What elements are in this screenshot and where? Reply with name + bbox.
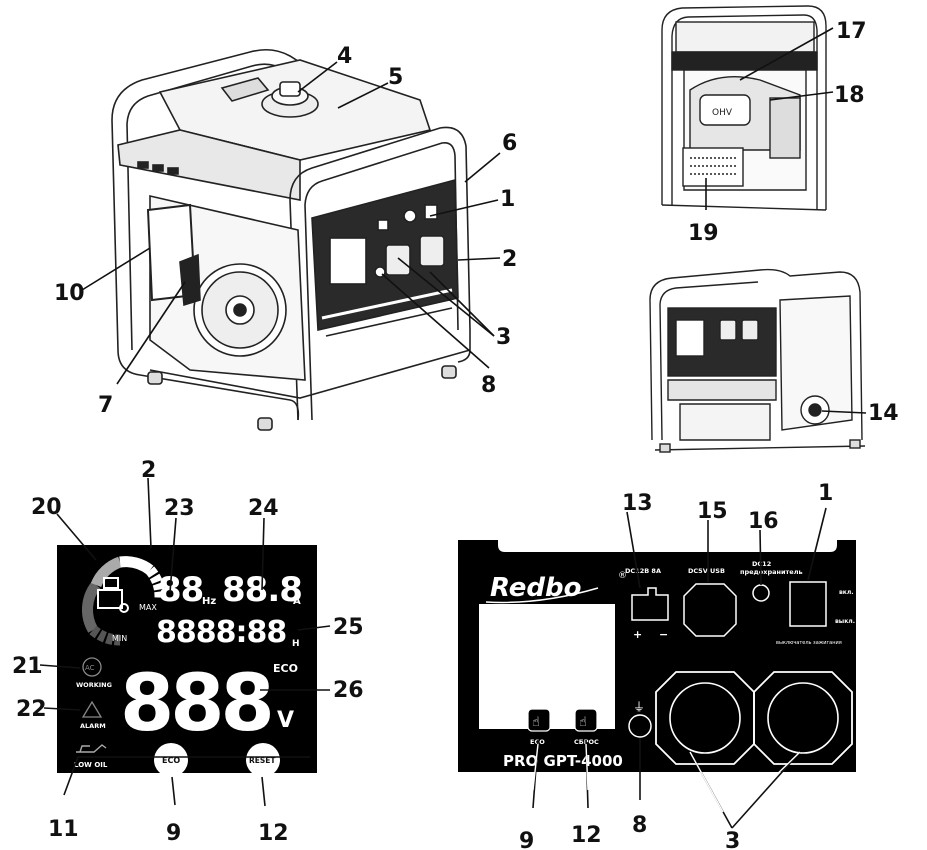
reset-key[interactable] [574, 708, 598, 732]
generator-rear-view: OHV [661, 5, 827, 211]
control-panel: Redbo ® DC12B 8A + − DC5V USB DC12 предо… [458, 540, 856, 772]
generator-side-view [649, 268, 866, 453]
panel-leader-lines-white [532, 743, 801, 813]
callout-5: 5 [388, 65, 403, 90]
callout-10: 10 [54, 281, 85, 306]
callout-20: 20 [31, 495, 62, 520]
callout-26: 26 [333, 678, 364, 703]
callout-16: 16 [748, 509, 779, 534]
voltage-readout: 888 [120, 659, 271, 749]
callout-18: 18 [834, 83, 865, 108]
callout-8: 8 [481, 373, 496, 398]
dc-plus-label: + [633, 628, 642, 641]
alarm-icon [81, 700, 103, 718]
callout-1-panel: 1 [818, 481, 833, 506]
callout-9-panel: 9 [519, 829, 534, 850]
fuse-label-line2: предохранитель [740, 568, 803, 576]
callout-1: 1 [500, 187, 515, 212]
generator-main-illustration [111, 48, 471, 431]
callout-9-lcd: 9 [166, 821, 181, 846]
main-leader-lines [81, 61, 501, 385]
hours-readout: 8888:88 [156, 615, 286, 650]
lcd-window [479, 604, 615, 729]
eco-button[interactable] [154, 743, 188, 777]
callout-21: 21 [12, 654, 43, 679]
voltage-unit: V [277, 708, 294, 733]
hours-unit: H [292, 639, 300, 649]
callout-6: 6 [502, 131, 517, 156]
dc-output-label: DC12B 8A [625, 567, 661, 575]
ac-outlet-right-ring [767, 682, 839, 754]
brand-swoosh [485, 587, 599, 604]
usb-label: DC5V USB [688, 567, 725, 575]
callout-23: 23 [164, 496, 195, 521]
callout-24: 24 [248, 496, 279, 521]
usb-port[interactable] [683, 583, 737, 637]
callout-8-panel: 8 [632, 813, 647, 838]
lcd-display: MAX MIN 88 Hz 88.8 A 8888:88 H 888 V ECO… [57, 545, 317, 777]
generator-icon [97, 577, 129, 613]
reset-button[interactable] [246, 743, 280, 777]
callout-2-lcd: 2 [141, 458, 156, 483]
gauge-min-label: MIN [112, 634, 127, 643]
callout-11: 11 [48, 817, 79, 842]
working-label: WORKING [76, 681, 112, 689]
ac-icon-text: AC [85, 664, 95, 672]
reset-button-label: RESET [249, 756, 276, 765]
callout-22: 22 [16, 697, 47, 722]
callout-19: 19 [688, 221, 719, 246]
hz-unit: Hz [202, 596, 216, 607]
ac-outlet-right[interactable] [753, 671, 853, 765]
callout-13: 13 [622, 491, 653, 516]
callout-2: 2 [502, 247, 517, 272]
callout-17: 17 [836, 19, 867, 44]
gauge-max-label: MAX [139, 603, 157, 612]
hand-icon-reset: ☝ [579, 715, 587, 730]
callout-12-lcd: 12 [258, 821, 289, 846]
hand-icon-eco: ☝ [532, 715, 540, 730]
dc-12v-socket[interactable] [631, 587, 669, 621]
callout-12-panel: 12 [571, 823, 602, 848]
ac-icon [82, 657, 102, 677]
model-label: PRO GPT-4000 [503, 752, 623, 770]
fuse-label-line1: DC12 [752, 560, 771, 568]
ground-terminal[interactable] [628, 714, 652, 738]
load-gauge [82, 556, 166, 646]
eco-indicator: ECO [273, 662, 298, 675]
callout-7: 7 [98, 393, 113, 418]
switch-caption: выключатель зажигания [776, 640, 842, 646]
hz-readout: 88 [158, 570, 203, 610]
eco-button-label: ECO [162, 756, 180, 765]
alarm-label: ALARM [80, 722, 106, 730]
rear-leader-lines [705, 27, 834, 210]
oil-can-icon [76, 744, 107, 753]
lcd-leader-lines [39, 477, 331, 807]
callout-3: 3 [496, 325, 511, 350]
ignition-switch[interactable] [789, 581, 827, 627]
amp-unit: A [293, 596, 301, 607]
switch-on-label: вкл. [839, 589, 854, 596]
svg-text:OHV: OHV [712, 108, 733, 118]
callout-15: 15 [697, 499, 728, 524]
dc-minus-label: − [659, 628, 668, 641]
callout-14: 14 [868, 401, 899, 426]
eco-key[interactable] [527, 708, 551, 732]
low-oil-label: LOW OIL [74, 761, 108, 769]
ac-outlet-left[interactable] [655, 671, 755, 765]
brand-logo: Redbo [490, 573, 581, 603]
ac-outlet-left-ring [669, 682, 741, 754]
registered-mark: ® [618, 571, 627, 581]
callout-4: 4 [337, 44, 352, 69]
ground-icon: ⏚ [633, 700, 645, 714]
switch-off-label: выкл. [835, 618, 855, 625]
callout-25: 25 [333, 615, 364, 640]
callout-3-panel: 3 [725, 829, 740, 850]
